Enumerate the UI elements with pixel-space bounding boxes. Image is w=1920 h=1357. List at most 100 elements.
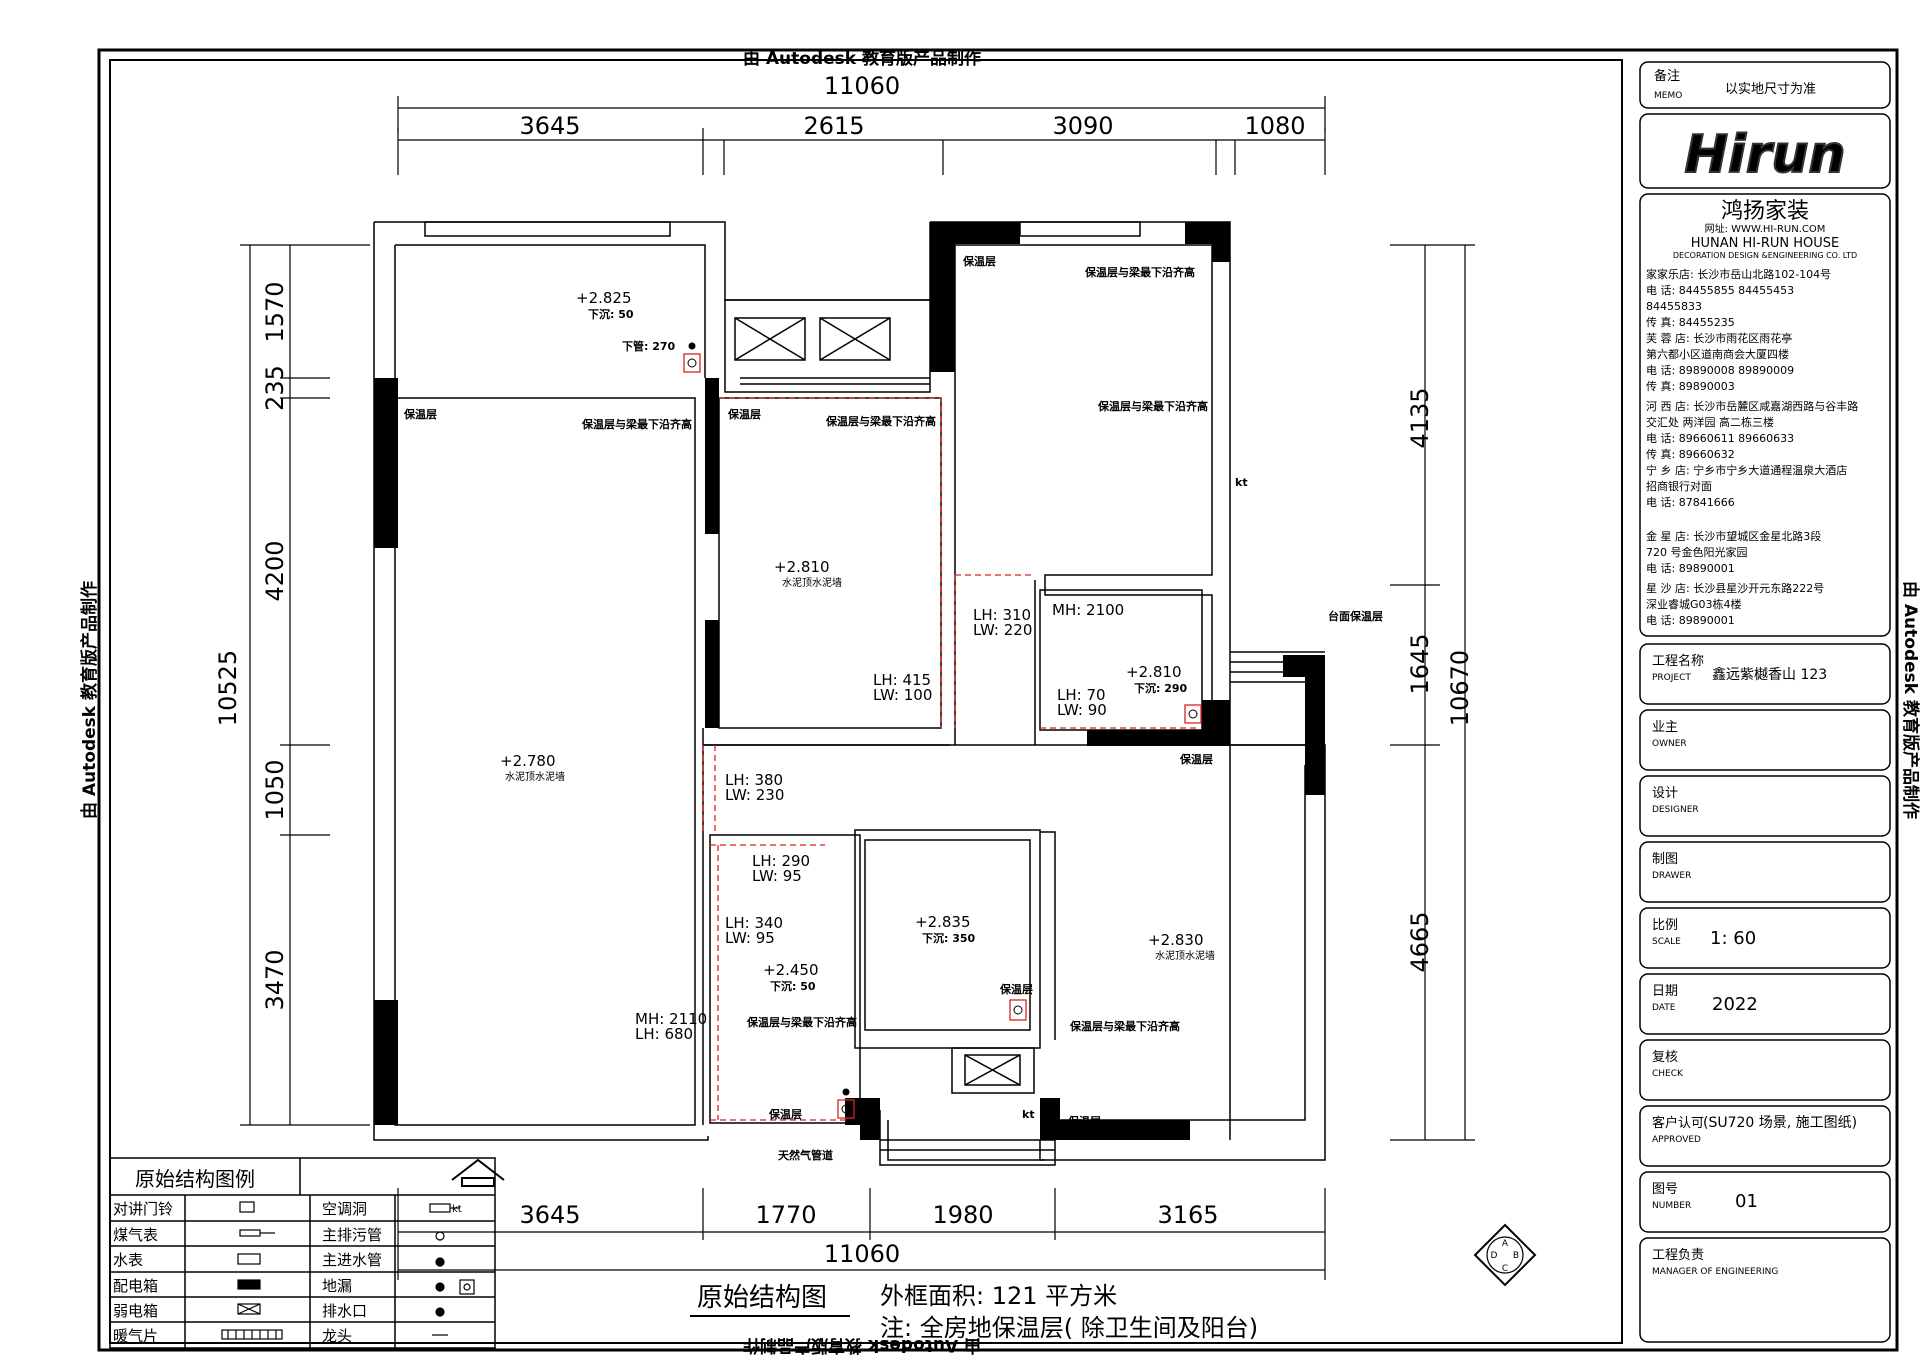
watermark-left: 由 Autodesk 教育版产品制作 bbox=[79, 581, 100, 819]
svg-text:LW: 100: LW: 100 bbox=[873, 686, 932, 704]
drop-bath-left: 下沉: 50 bbox=[770, 979, 816, 993]
level-living: +2.830 bbox=[1148, 931, 1204, 949]
dim-right-2: 1645 bbox=[1406, 633, 1434, 694]
svg-text:MANAGER OF ENGINEERING: MANAGER OF ENGINEERING bbox=[1652, 1267, 1778, 1277]
title-block: 备注 MEMO 以实地尺寸为准 Hirun 鸿扬家装 网址: WWW.HI-RU… bbox=[1639, 61, 1891, 1343]
svg-text:APPROVED: APPROVED bbox=[1652, 1135, 1701, 1145]
svg-text:HUNAN HI-RUN HOUSE: HUNAN HI-RUN HOUSE bbox=[1691, 236, 1839, 251]
level-left-large: +2.780 bbox=[500, 752, 556, 770]
dim-bottom-4: 3165 bbox=[1157, 1201, 1218, 1229]
svg-text:保温层与梁最下沿齐高: 保温层与梁最下沿齐高 bbox=[1097, 399, 1208, 413]
svg-text:B: B bbox=[1513, 1251, 1519, 1261]
dim-left-2: 235 bbox=[261, 365, 289, 411]
svg-text:保温层: 保温层 bbox=[1179, 752, 1213, 766]
svg-text:对讲门铃: 对讲门铃 bbox=[113, 1200, 173, 1218]
svg-text:煤气表: 煤气表 bbox=[113, 1226, 158, 1244]
svg-text:1: 60: 1: 60 bbox=[1710, 928, 1756, 949]
svg-text:DRAWER: DRAWER bbox=[1652, 871, 1691, 881]
svg-text:LW: 90: LW: 90 bbox=[1057, 701, 1107, 719]
svg-text:传 真: 89890003: 传 真: 89890003 bbox=[1646, 379, 1735, 393]
water-pipe-dot bbox=[688, 342, 696, 350]
insulation-notes: 保温层 保温层与梁最下沿齐高 保温层 保温层与梁最下沿齐高 保温层 保温层与梁最… bbox=[403, 254, 1383, 1162]
svg-text:弱电箱: 弱电箱 bbox=[113, 1302, 158, 1320]
svg-text:传 真: 89660632: 传 真: 89660632 bbox=[1646, 447, 1735, 461]
dim-left-1: 1570 bbox=[261, 281, 289, 342]
svg-text:LH: 290: LH: 290 bbox=[752, 852, 810, 870]
svg-text:MH: 2100: MH: 2100 bbox=[1052, 601, 1124, 619]
svg-text:地漏: 地漏 bbox=[322, 1277, 352, 1295]
svg-text:电 话: 89660611 896606: 电 话: 89660611 89660633 bbox=[1646, 432, 1794, 445]
svg-text:台面保温层: 台面保温层 bbox=[1328, 609, 1383, 623]
sheet-outer-frame bbox=[97, 48, 1899, 1352]
svg-text:PROJECT: PROJECT bbox=[1652, 673, 1691, 683]
svg-text:84455833: 84455833 bbox=[1646, 300, 1702, 313]
dim-bottom-total: 11060 bbox=[824, 1240, 900, 1268]
svg-text:比例: 比例 bbox=[1652, 918, 1678, 933]
svg-text:图号: 图号 bbox=[1652, 1182, 1678, 1197]
svg-text:深业睿城G03栋4楼: 深业睿城G03栋4楼 bbox=[1646, 597, 1742, 611]
svg-text:电 话: 89890001: 电 话: 89890001 bbox=[1646, 562, 1735, 575]
svg-text:交汇处 两洋园 高二栋三楼: 交汇处 两洋园 高二栋三楼 bbox=[1646, 415, 1774, 429]
svg-text:DATE: DATE bbox=[1652, 1003, 1676, 1013]
right-dimensions bbox=[1390, 244, 1475, 1141]
level-middle-room: +2.810 bbox=[774, 558, 830, 576]
drain-circles bbox=[687, 358, 1198, 1114]
entrance-arrow-icon bbox=[451, 1158, 505, 1187]
svg-text:LW: 230: LW: 230 bbox=[725, 786, 784, 804]
water-pipe-dot-2 bbox=[842, 1088, 850, 1096]
svg-text:保温层与梁最下沿齐高: 保温层与梁最下沿齐高 bbox=[581, 417, 692, 431]
svg-text:空调洞: 空调洞 bbox=[322, 1200, 367, 1218]
svg-text:LH: 70: LH: 70 bbox=[1057, 686, 1106, 704]
svg-text:电 话: 89890008 898900: 电 话: 89890008 89890009 bbox=[1646, 364, 1794, 377]
svg-text:(SU720 场景, 施工图纸): (SU720 场景, 施工图纸) bbox=[1703, 1115, 1857, 1131]
level-small-bath: +2.810 bbox=[1126, 663, 1182, 681]
note-left-large: 水泥顶水泥墙 bbox=[505, 770, 565, 783]
top-dimensions bbox=[397, 96, 1326, 175]
drawing-title: 原始结构图 bbox=[697, 1283, 827, 1313]
level-top-left: +2.825 bbox=[576, 289, 632, 307]
svg-text:备注: 备注 bbox=[1654, 68, 1680, 84]
svg-text:LH: 680: LH: 680 bbox=[635, 1025, 693, 1043]
svg-text:CHECK: CHECK bbox=[1652, 1069, 1684, 1079]
watermark-bottom: 由 Autodesk 教育版产品制作 bbox=[743, 1335, 981, 1356]
svg-text:第六都小区道南商会大厦四楼: 第六都小区道南商会大厦四楼 bbox=[1646, 347, 1789, 361]
svg-text:保温层: 保温层 bbox=[403, 407, 437, 421]
svg-text:网址: WWW.HI-RUN.COM: 网址: WWW.HI-RUN.COM bbox=[1705, 222, 1826, 235]
svg-text:河 西 店: 长沙市岳麓区咸嘉湖西路与谷丰路: 河 西 店: 长沙市岳麓区咸嘉湖西路与谷丰路 bbox=[1646, 399, 1858, 413]
dim-left-3: 4200 bbox=[261, 540, 289, 601]
dim-bottom-1: 3645 bbox=[519, 1201, 580, 1229]
svg-text:MEMO: MEMO bbox=[1654, 91, 1682, 101]
svg-text:宁 乡 店: 宁乡市宁乡大道通程温泉大酒店: 宁 乡 店: 宁乡市宁乡大道通程温泉大酒店 bbox=[1646, 463, 1847, 477]
level-bath-mid: +2.835 bbox=[915, 913, 971, 931]
svg-text:暖气片: 暖气片 bbox=[113, 1327, 158, 1345]
dim-left-total: 10525 bbox=[214, 650, 242, 726]
pipe-top-left: 下管: 270 bbox=[622, 339, 676, 353]
svg-text:保温层与梁最下沿齐高: 保温层与梁最下沿齐高 bbox=[1084, 265, 1195, 279]
svg-text:保温层: 保温层 bbox=[768, 1107, 802, 1121]
dim-top-4: 1080 bbox=[1244, 112, 1305, 140]
svg-text:MH: 2110: MH: 2110 bbox=[635, 1010, 707, 1028]
note-living: 水泥顶水泥墙 bbox=[1155, 949, 1215, 962]
svg-text:保温层与梁最下沿齐高: 保温层与梁最下沿齐高 bbox=[1069, 1019, 1180, 1033]
svg-text:金 星 店: 长沙市望城区金星北路3段: 金 星 店: 长沙市望城区金星北路3段 bbox=[1646, 529, 1821, 543]
svg-text:LW: 95: LW: 95 bbox=[725, 929, 775, 947]
svg-text:电 话: 89890001: 电 话: 89890001 bbox=[1646, 614, 1735, 627]
svg-text:客户认可: 客户认可 bbox=[1652, 1115, 1704, 1131]
dim-right-3: 4665 bbox=[1406, 911, 1434, 972]
svg-text:DESIGNER: DESIGNER bbox=[1652, 805, 1699, 815]
svg-text:LH: 415: LH: 415 bbox=[873, 671, 931, 689]
drawing-frame bbox=[109, 59, 1623, 1344]
svg-text:C: C bbox=[1502, 1264, 1508, 1274]
svg-text:以实地尺寸为准: 以实地尺寸为准 bbox=[1725, 82, 1816, 97]
svg-text:kt: kt bbox=[1235, 476, 1248, 489]
svg-text:主进水管: 主进水管 bbox=[322, 1251, 382, 1269]
svg-text:LW: 220: LW: 220 bbox=[973, 621, 1032, 639]
watermark-right: 由 Autodesk 教育版产品制作 bbox=[1900, 581, 1920, 819]
insulation-dashed-lines bbox=[702, 397, 1200, 1121]
svg-text:排水口: 排水口 bbox=[322, 1302, 367, 1320]
svg-text:保温层: 保温层 bbox=[962, 254, 996, 268]
svg-text:保温层: 保温层 bbox=[727, 407, 761, 421]
svg-text:招商银行对面: 招商银行对面 bbox=[1646, 479, 1712, 493]
svg-text:720 号金色阳光家园: 720 号金色阳光家园 bbox=[1646, 545, 1748, 559]
svg-text:kt: kt bbox=[1022, 1108, 1035, 1121]
